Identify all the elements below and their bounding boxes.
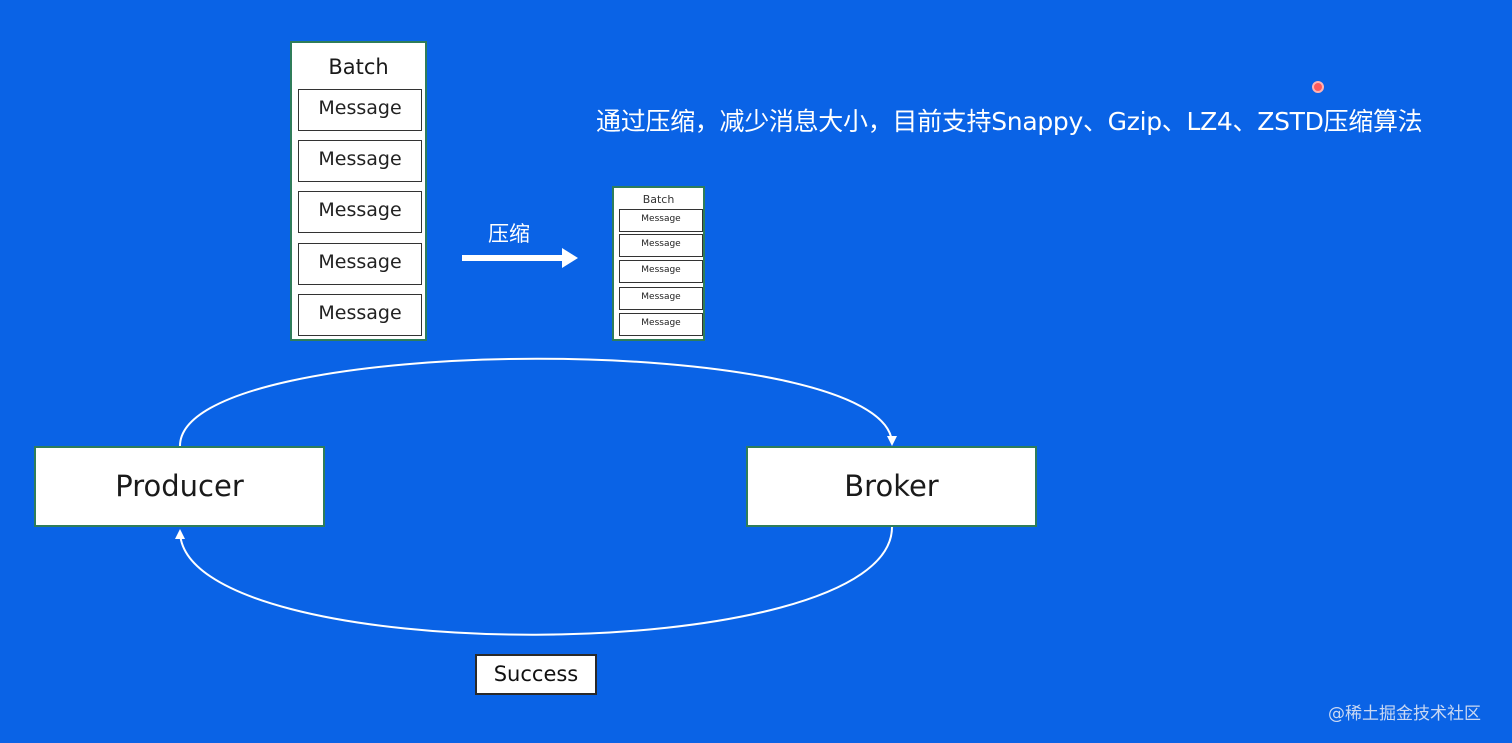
batch-title: Batch xyxy=(328,55,389,79)
message-box-small: Message xyxy=(619,234,703,257)
send-arc-arrow xyxy=(179,357,897,447)
ack-arc-arrow xyxy=(175,526,893,636)
compression-heading: 通过压缩，减少消息大小，目前支持Snappy、Gzip、LZ4、ZSTD压缩算法 xyxy=(596,107,1423,136)
message-box: Message xyxy=(298,89,422,131)
message-box: Message xyxy=(298,243,422,285)
message-box: Message xyxy=(298,140,422,182)
message-box-small: Message xyxy=(619,260,703,283)
message-box: Message xyxy=(298,191,422,233)
watermark: @稀土掘金技术社区 xyxy=(1328,704,1481,724)
producer-node: Producer xyxy=(34,446,325,527)
success-label: Success xyxy=(475,654,597,695)
compress-arrow-head xyxy=(562,248,578,268)
batch-compressed: Batch Message Message Message Message Me… xyxy=(612,186,705,341)
compress-label: 压缩 xyxy=(488,222,530,246)
message-box: Message xyxy=(298,294,422,336)
broker-node: Broker xyxy=(746,446,1037,527)
pointer-dot-icon xyxy=(1312,81,1324,93)
message-box-small: Message xyxy=(619,313,703,336)
message-box-small: Message xyxy=(619,287,703,310)
message-box-small: Message xyxy=(619,209,703,232)
batch-title-small: Batch xyxy=(642,193,675,206)
batch-uncompressed: Batch Message Message Message Message Me… xyxy=(290,41,427,341)
